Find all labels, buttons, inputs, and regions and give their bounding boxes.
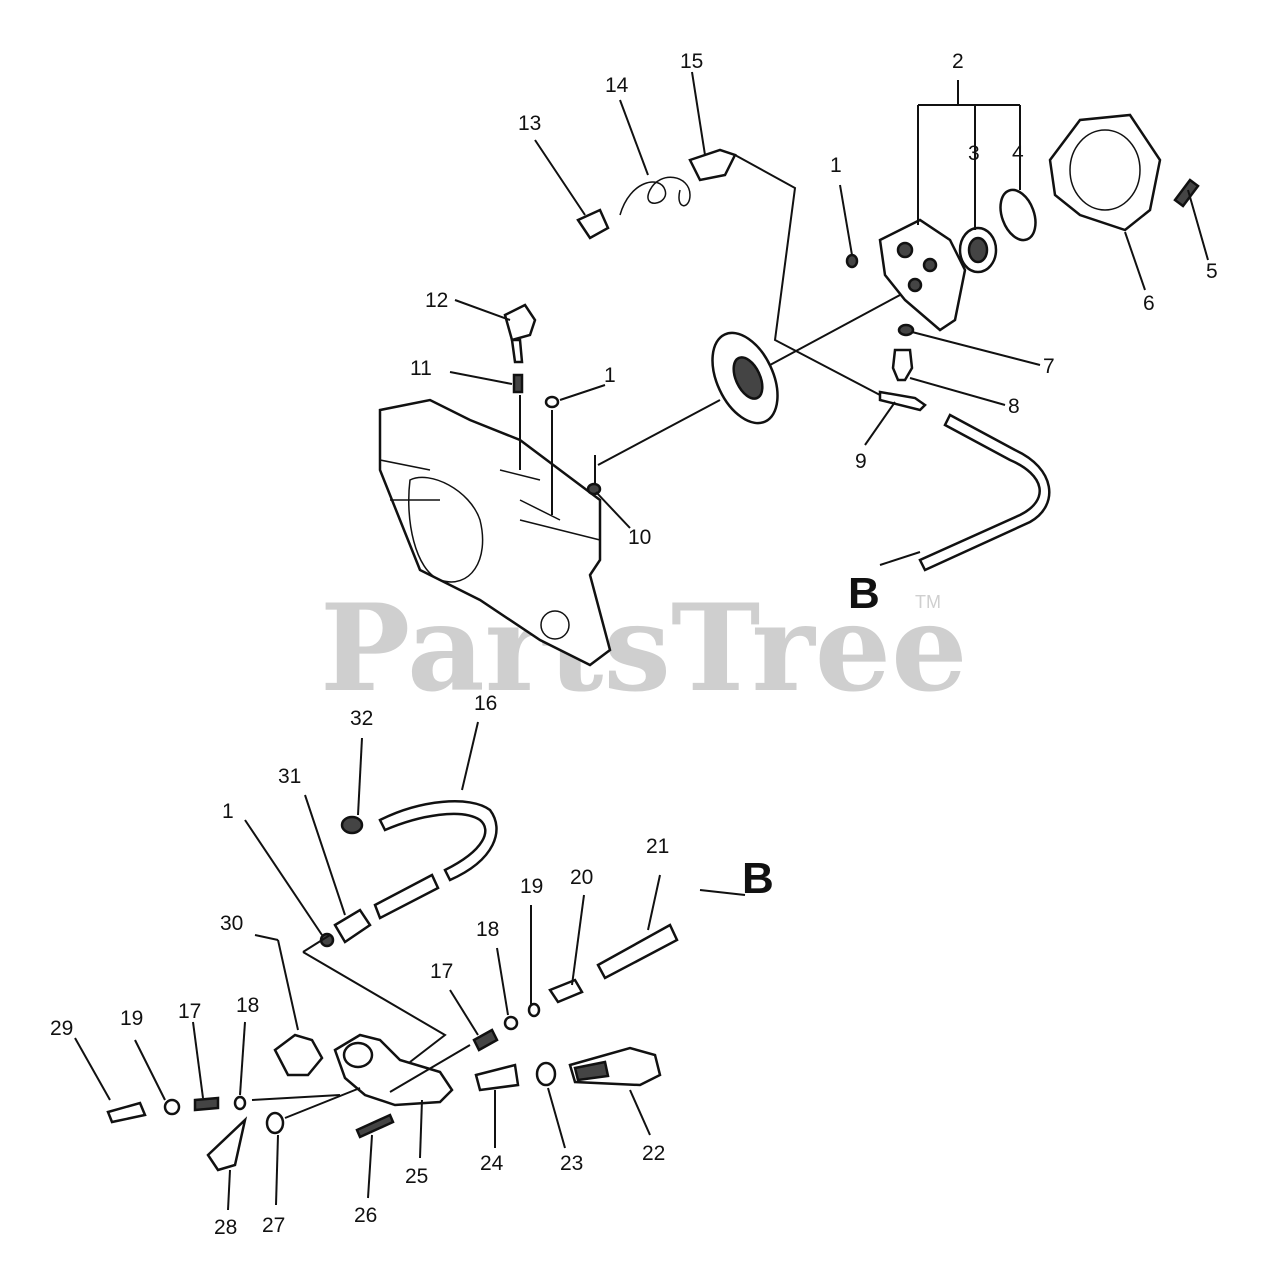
fitting-part-20 bbox=[548, 978, 584, 1004]
callout-32: 32 bbox=[350, 707, 373, 730]
callout-4: 4 bbox=[1012, 142, 1024, 165]
fitting-part-31 bbox=[333, 908, 372, 944]
valve-body-22 bbox=[568, 1046, 662, 1087]
ring-part-23 bbox=[535, 1061, 557, 1087]
tube-part-21 bbox=[596, 923, 679, 980]
cap-part-13 bbox=[576, 208, 610, 240]
callout-24: 24 bbox=[480, 1152, 504, 1175]
fitting-part-8 bbox=[891, 348, 914, 382]
cap-part-28 bbox=[206, 1116, 248, 1172]
hose-part-16 bbox=[378, 800, 498, 882]
callout-15: 15 bbox=[680, 50, 703, 73]
screw-part-29 bbox=[106, 1101, 147, 1124]
callout-17-right: 17 bbox=[430, 960, 453, 983]
callout-11: 11 bbox=[410, 357, 432, 380]
washer-part bbox=[999, 188, 1037, 242]
callout-23: 23 bbox=[560, 1152, 583, 1175]
watermark-trademark: TM bbox=[915, 592, 941, 612]
callout-labels: 1 2 3 4 5 6 7 8 9 10 11 12 13 14 15 16 1… bbox=[50, 50, 1218, 1239]
small-part-10 bbox=[586, 482, 602, 496]
callout-7: 7 bbox=[1043, 355, 1055, 378]
callout-14: 14 bbox=[605, 74, 629, 97]
spring-part-17b bbox=[193, 1096, 220, 1112]
callout-5: 5 bbox=[1206, 260, 1218, 283]
callout-17-left: 17 bbox=[178, 1000, 201, 1023]
oil-pump-body bbox=[878, 218, 967, 332]
callout-22: 22 bbox=[642, 1142, 665, 1165]
leader-lines-upper bbox=[449, 71, 1209, 566]
callout-18-left: 18 bbox=[236, 994, 259, 1017]
washer-part-27 bbox=[265, 1111, 285, 1135]
elbow-part-9 bbox=[878, 390, 927, 412]
oil-hose-upper bbox=[918, 413, 1051, 572]
callout-9: 9 bbox=[855, 450, 867, 473]
callout-30: 30 bbox=[220, 912, 243, 935]
pump-cover bbox=[1048, 113, 1162, 232]
small-oring-1 bbox=[845, 253, 859, 269]
small-oring-19 bbox=[527, 1002, 541, 1018]
callout-19-right: 19 bbox=[520, 875, 543, 898]
small-oring-18 bbox=[503, 1015, 519, 1031]
pump-gear bbox=[711, 331, 779, 425]
callout-31: 31 bbox=[278, 765, 301, 788]
callout-21: 21 bbox=[646, 835, 669, 858]
callout-8: 8 bbox=[1008, 395, 1020, 418]
callout-27: 27 bbox=[262, 1214, 285, 1237]
screw-part bbox=[1173, 178, 1200, 208]
small-oring-1b bbox=[544, 395, 560, 409]
callout-1-upper-left: 1 bbox=[604, 364, 616, 387]
callout-1-upper-right: 1 bbox=[830, 154, 842, 177]
callout-3: 3 bbox=[968, 142, 980, 165]
spring-part-24 bbox=[474, 1063, 520, 1092]
small-oring-7 bbox=[897, 323, 915, 337]
small-oring-19b bbox=[163, 1098, 181, 1116]
seal-part bbox=[958, 226, 998, 274]
callout-20: 20 bbox=[570, 866, 593, 889]
callout-12: 12 bbox=[425, 289, 448, 312]
small-oring-18b bbox=[233, 1095, 247, 1111]
coil-part-14 bbox=[619, 176, 691, 216]
callout-28: 28 bbox=[214, 1216, 237, 1239]
hose-segment bbox=[373, 873, 440, 920]
hose-end-15 bbox=[688, 148, 737, 182]
callout-16: 16 bbox=[474, 692, 497, 715]
spring-part-11 bbox=[512, 373, 524, 394]
clamp-part-32 bbox=[340, 815, 364, 835]
pump-body-25 bbox=[333, 1033, 454, 1107]
callout-13: 13 bbox=[518, 112, 541, 135]
section-label-b-lower: B bbox=[742, 854, 774, 903]
callout-2: 2 bbox=[952, 50, 964, 73]
callout-19-left: 19 bbox=[120, 1007, 143, 1030]
callout-10: 10 bbox=[628, 526, 651, 549]
spring-part-17 bbox=[472, 1028, 499, 1052]
callout-25: 25 bbox=[405, 1165, 428, 1188]
callout-26: 26 bbox=[354, 1204, 377, 1227]
bolt-part-12 bbox=[503, 303, 537, 364]
callout-1-lower: 1 bbox=[222, 800, 234, 823]
callout-6: 6 bbox=[1143, 292, 1155, 315]
callout-29: 29 bbox=[50, 1017, 73, 1040]
plate-part-30 bbox=[273, 1033, 324, 1077]
watermark-text: PartsTree bbox=[320, 578, 967, 719]
leader-lines-lower bbox=[74, 721, 746, 1211]
section-label-b-upper: B bbox=[848, 569, 880, 618]
rod-part-26 bbox=[355, 1113, 395, 1139]
callout-18-right: 18 bbox=[476, 918, 499, 941]
